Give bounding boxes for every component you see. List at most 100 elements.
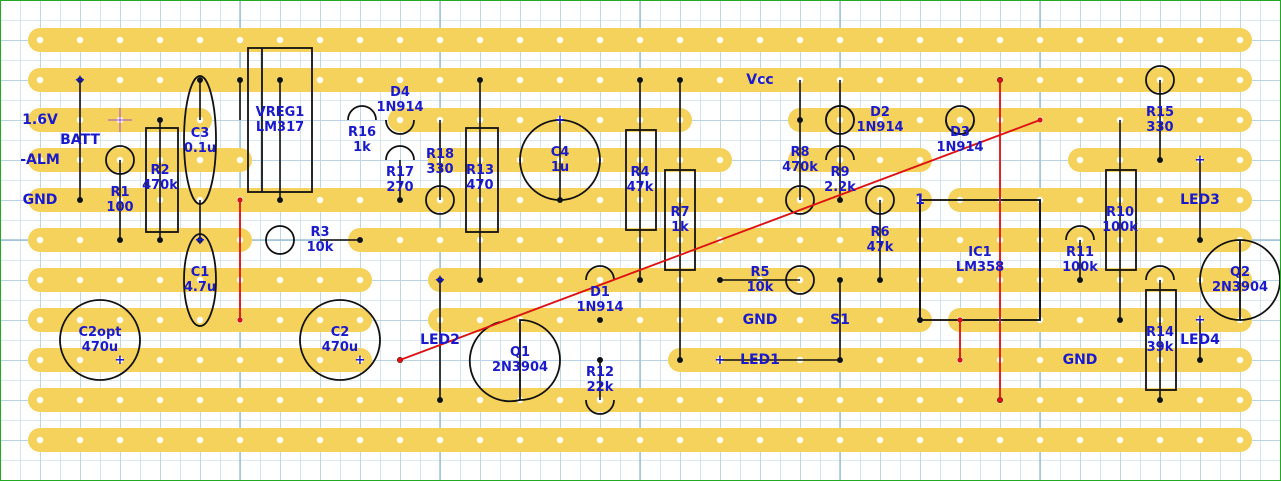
resistor-body	[1145, 289, 1177, 391]
strip-hole	[396, 116, 404, 124]
strip-hole	[196, 356, 204, 364]
strip-hole	[1076, 36, 1084, 44]
label-led4: LED4	[1180, 332, 1220, 348]
strip-hole	[1236, 116, 1244, 124]
strip-hole	[836, 436, 844, 444]
strip-hole	[636, 396, 644, 404]
ic1-value: LM358	[956, 260, 1004, 275]
strip-hole	[316, 396, 324, 404]
link-end	[237, 197, 243, 203]
r10-ref: R10	[1106, 205, 1134, 220]
strip-hole	[1236, 396, 1244, 404]
d2-circle	[825, 105, 855, 135]
lead-dot	[597, 357, 603, 363]
strip-hole	[756, 36, 764, 44]
r12-body	[585, 399, 615, 415]
strip-hole	[276, 316, 284, 324]
lead-dot	[837, 357, 843, 363]
strip-hole	[116, 276, 124, 284]
r15-ref: R15	[1146, 105, 1174, 120]
strip-hole	[276, 276, 284, 284]
strip-hole	[916, 116, 924, 124]
strip-hole	[956, 436, 964, 444]
strip-hole	[996, 436, 1004, 444]
strip-hole	[396, 436, 404, 444]
c3-ref: C3	[191, 126, 210, 141]
d3-circle	[945, 105, 975, 135]
lead-dot	[837, 277, 843, 283]
r5-ref: R5	[750, 265, 769, 280]
strip-hole	[956, 76, 964, 84]
strip-hole	[156, 356, 164, 364]
r3-value: 10k	[307, 240, 334, 255]
r11-body	[1065, 225, 1095, 241]
lead-dot	[1197, 237, 1203, 243]
strip-hole	[276, 356, 284, 364]
c1-value: 4.7u	[184, 280, 216, 295]
lead-dot	[77, 197, 83, 203]
strip-hole	[196, 156, 204, 164]
strip-hole	[1076, 356, 1084, 364]
d2-value: 1N914	[856, 120, 903, 135]
strip-hole	[356, 396, 364, 404]
r6-ref: R6	[870, 225, 889, 240]
component-circle	[265, 225, 295, 255]
strip-hole	[956, 276, 964, 284]
strip-hole	[916, 156, 924, 164]
strip-hole	[556, 396, 564, 404]
lead-dot	[117, 237, 123, 243]
r13-value: 470	[466, 178, 493, 193]
strip-hole	[716, 196, 724, 204]
label-led3: LED3	[1180, 192, 1220, 208]
strip-hole	[1036, 76, 1044, 84]
strip-hole	[316, 356, 324, 364]
resistor-body	[465, 127, 499, 233]
c2opt-ref: C2opt	[78, 325, 121, 340]
strip-hole	[716, 76, 724, 84]
lead-dot	[677, 357, 683, 363]
strip-hole	[356, 316, 364, 324]
lead-dot	[397, 197, 403, 203]
r12-ref: R12	[586, 365, 614, 380]
copper-strip	[28, 228, 252, 252]
copper-strip	[788, 108, 1252, 132]
strip-hole	[836, 396, 844, 404]
strip-hole	[1156, 196, 1164, 204]
strip-hole	[756, 396, 764, 404]
r12-value: 22k	[587, 380, 614, 395]
capacitor-c3	[183, 75, 217, 205]
strip-hole	[156, 396, 164, 404]
strip-hole	[1036, 36, 1044, 44]
link-end	[997, 397, 1003, 403]
lead-dot	[637, 277, 643, 283]
label-gnd: GND	[1063, 352, 1098, 368]
plus-sign: +	[1195, 313, 1206, 328]
strip-hole	[76, 36, 84, 44]
strip-hole	[116, 396, 124, 404]
lead-dot	[677, 77, 683, 83]
strip-hole	[196, 36, 204, 44]
strip-hole	[316, 196, 324, 204]
strip-hole	[996, 36, 1004, 44]
strip-hole	[556, 276, 564, 284]
link-end	[957, 317, 963, 323]
plus-sign: +	[435, 273, 446, 288]
lead-dot	[597, 317, 603, 323]
strip-hole	[116, 356, 124, 364]
label-s1: S1	[830, 312, 850, 328]
strip-hole	[876, 356, 884, 364]
r14-value: 39k	[1147, 340, 1174, 355]
label-vcc: Vcc	[746, 72, 773, 88]
capacitor-c2	[299, 299, 381, 381]
vreg1-value: LM317	[256, 120, 304, 135]
lead-dot	[1157, 397, 1163, 403]
strip-hole	[596, 36, 604, 44]
q1-value: 2N3904	[492, 360, 548, 375]
strip-hole	[396, 36, 404, 44]
d3-ref: D3	[950, 125, 970, 140]
strip-hole	[316, 36, 324, 44]
c4-ref: C4	[551, 145, 570, 160]
strip-hole	[876, 156, 884, 164]
strip-hole	[916, 396, 924, 404]
strip-hole	[756, 436, 764, 444]
